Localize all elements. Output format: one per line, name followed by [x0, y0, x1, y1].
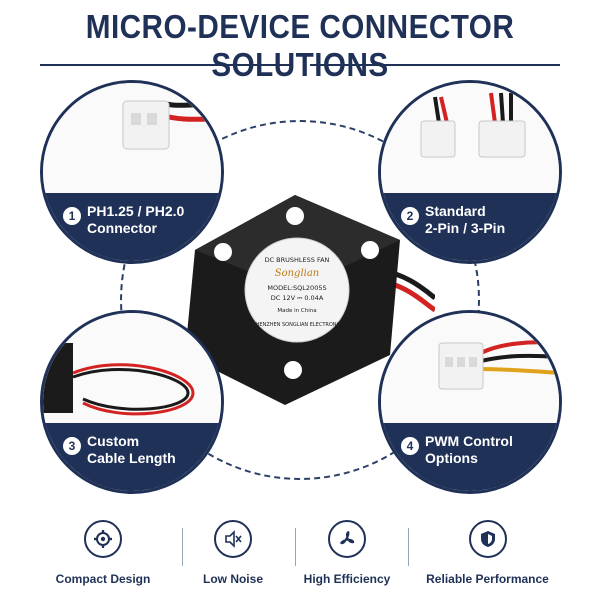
callout-line: Standard — [425, 203, 486, 220]
callout-label: PWM Control Options — [425, 433, 513, 467]
fan-icon — [328, 520, 366, 558]
callout-label: Standard 2-Pin / 3-Pin — [425, 203, 505, 237]
feature-divider — [182, 528, 183, 566]
dashed-ring — [120, 120, 480, 480]
fan-label-footer: SHENZHEN SONGLIAN ELECTRONIC — [252, 322, 342, 328]
badge-number: 4 — [401, 437, 419, 456]
badge-number: 2 — [401, 207, 419, 226]
feature-label: High Efficiency — [303, 572, 391, 586]
callout-label: PH1.25 / PH2.0 Connector — [87, 203, 184, 237]
callout-label: Custom Cable Length — [87, 433, 176, 467]
features-row: Compact Design Low Noise High Efficiency — [0, 520, 600, 590]
feature-label: Low Noise — [202, 572, 263, 586]
callout-band: 1 PH1.25 / PH2.0 Connector — [43, 193, 221, 261]
callout-line: 2-Pin / 3-Pin — [425, 220, 506, 237]
fan-label-model: MODEL:SQL2005S — [267, 284, 326, 292]
feature-high-efficiency: High Efficiency — [272, 520, 422, 586]
callout-band: 3 Custom Cable Length — [43, 423, 221, 491]
callout-band: 4 PWM Control Options — [381, 423, 559, 491]
speaker-mute-icon — [214, 520, 252, 558]
callout-line: Custom — [87, 433, 140, 450]
feature-label: Compact Design — [55, 572, 151, 586]
gear-icon — [84, 520, 122, 558]
title-underline-left — [40, 64, 290, 66]
shield-icon — [468, 520, 507, 558]
fan-label-brand: Songlian — [275, 268, 320, 279]
callout-line: Options — [425, 450, 478, 467]
callout-band: 2 Standard 2-Pin / 3-Pin — [381, 193, 559, 261]
cable-photo — [43, 313, 221, 424]
callout-cable-length: 3 Custom Cable Length — [40, 310, 224, 494]
fan-label-line1: DC BRUSHLESS FAN — [265, 256, 330, 264]
title-underline-right — [310, 64, 560, 66]
callout-line: Cable Length — [87, 450, 176, 467]
callout-line: PH1.25 / PH2.0 — [87, 203, 185, 220]
feature-compact-design: Compact Design — [28, 520, 178, 586]
callout-line: Connector — [87, 220, 157, 237]
feature-reliable-performance: Reliable Performance — [405, 520, 570, 586]
connector-photo — [43, 83, 221, 194]
fan-product-image: DC BRUSHLESS FAN Songlian MODEL:SQL2005S… — [175, 180, 437, 410]
badge-number: 1 — [63, 207, 81, 226]
fan-label-made: Made in China — [277, 308, 316, 314]
pin-connectors-photo — [381, 83, 559, 194]
callout-pwm: 4 PWM Control Options — [378, 310, 562, 494]
badge-number: 3 — [63, 437, 81, 456]
feature-low-noise: Low Noise — [158, 520, 308, 586]
pwm-connector-photo — [381, 313, 559, 424]
callout-line: PWM Control — [425, 433, 513, 450]
feature-label: Reliable Performance — [426, 572, 549, 586]
callout-connector: 1 PH1.25 / PH2.0 Connector — [40, 80, 224, 264]
fan-label-rating: DC 12V ⎓ 0.04A — [271, 294, 324, 302]
feature-divider — [408, 528, 409, 566]
feature-divider — [295, 528, 296, 566]
page-title: MICRO-DEVICE CONNECTOR SOLUTIONS — [85, 8, 515, 83]
callout-pin-types: 2 Standard 2-Pin / 3-Pin — [378, 80, 562, 264]
